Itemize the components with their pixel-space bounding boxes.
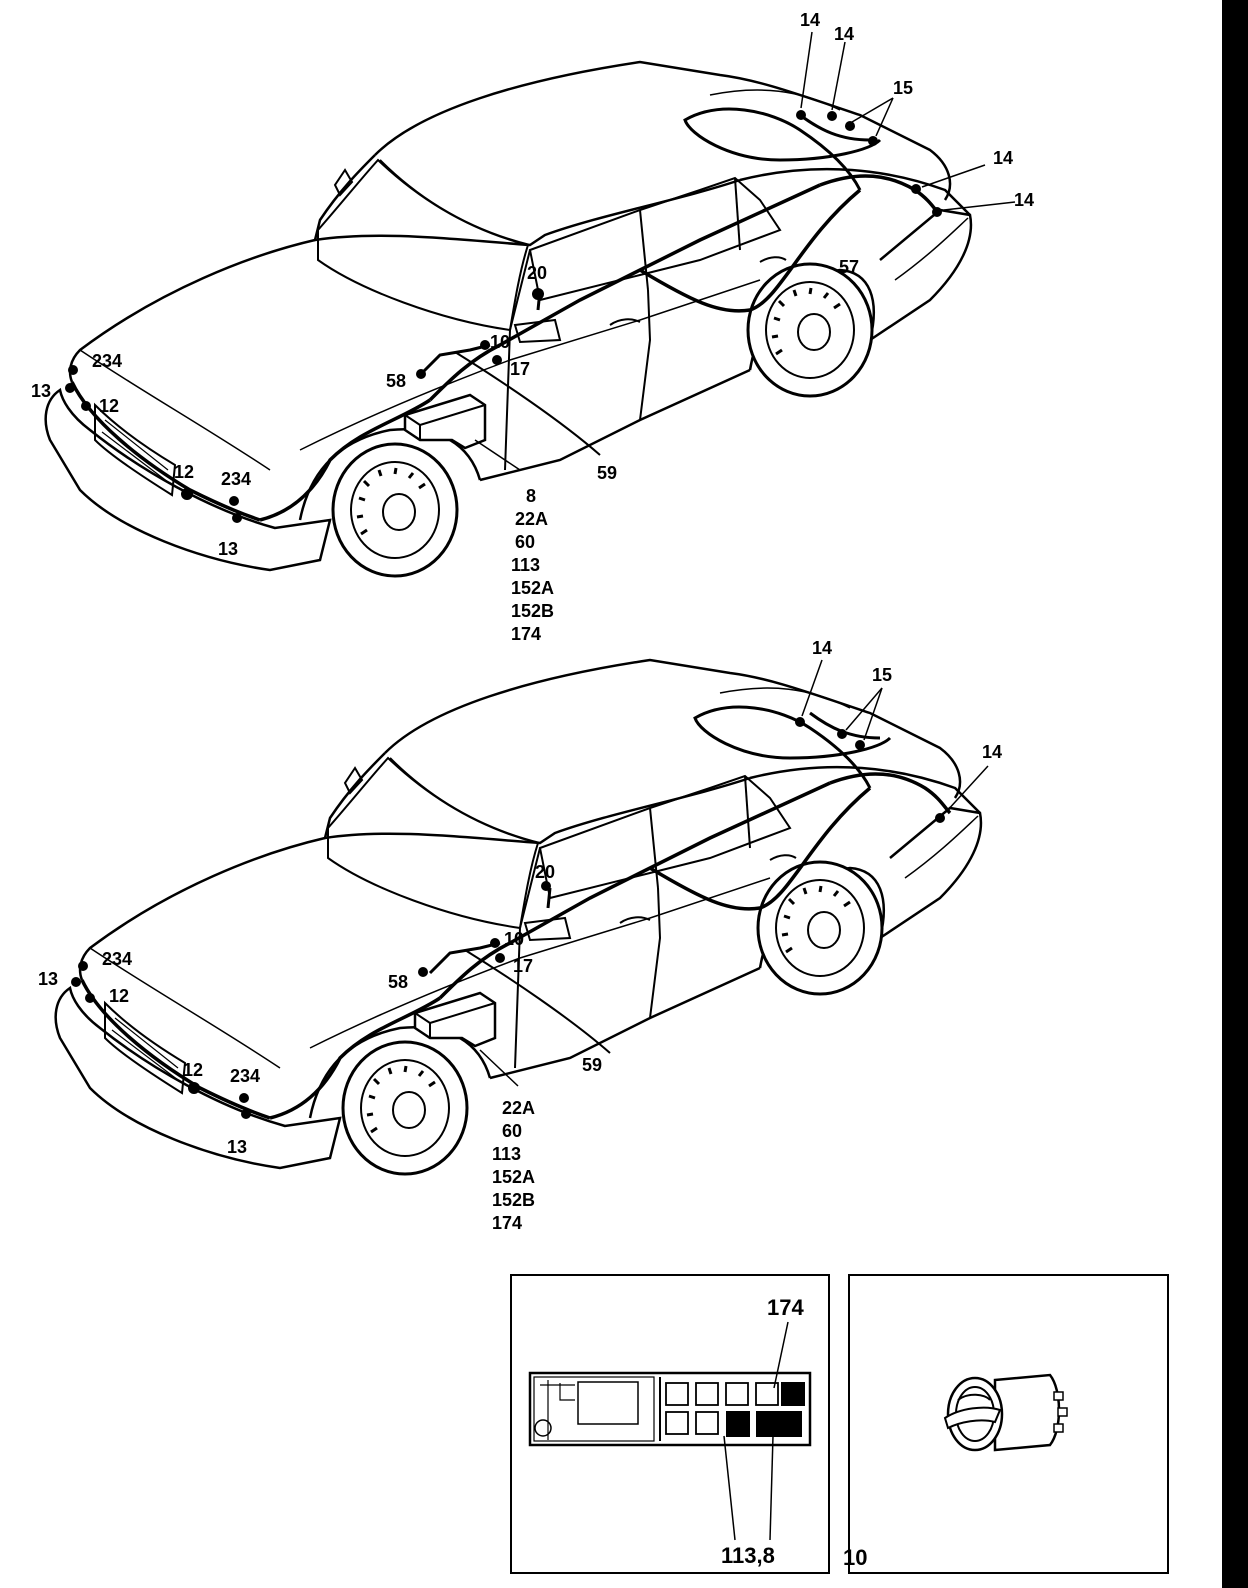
callout-20: 20 (527, 263, 548, 283)
part-number: 60 (515, 532, 536, 552)
connector-label-10: 10 (843, 1545, 868, 1570)
part-number: 152B (511, 601, 555, 621)
callout-14: 14 (993, 148, 1014, 168)
callout-14: 14 (800, 10, 821, 30)
callout-20: 20 (535, 862, 556, 882)
page-edge-bar (1222, 0, 1248, 1588)
callout-234: 234 (92, 351, 123, 371)
fusebox-label-113-8: 113,8 (721, 1543, 775, 1568)
callout-15: 15 (893, 78, 914, 98)
fuse-panel (528, 1371, 812, 1447)
callout-59: 59 (582, 1055, 603, 1075)
part-number: 22A (502, 1098, 536, 1118)
callout-13: 13 (38, 969, 59, 989)
callout-10: 10 (504, 929, 525, 949)
part-number: 174 (511, 624, 542, 644)
callout-58: 58 (388, 972, 409, 992)
car-top-illustration (46, 31, 1016, 576)
callout-58: 58 (386, 371, 407, 391)
callout-17: 17 (513, 956, 534, 976)
callout-234: 234 (221, 469, 252, 489)
part-number: 152A (492, 1167, 536, 1187)
part-number: 113 (492, 1144, 522, 1164)
part-number: 22A (515, 509, 549, 529)
callout-57: 57 (839, 257, 860, 277)
callout-12: 12 (183, 1060, 204, 1080)
callout-14: 14 (812, 638, 833, 658)
callout-14: 14 (1014, 190, 1035, 210)
part-number: 152A (511, 578, 555, 598)
callout-14: 14 (834, 24, 855, 44)
fusebox-inset (510, 1274, 830, 1574)
callout-59: 59 (597, 463, 618, 483)
callout-234: 234 (102, 949, 133, 969)
callout-13: 13 (218, 539, 239, 559)
fusebox-label-174: 174 (767, 1295, 804, 1320)
callout-10: 10 (490, 332, 511, 352)
part-number-list-bottom: 22A 60 113 152A 152B 174 (492, 1097, 535, 1235)
connector-inset (848, 1274, 1169, 1574)
part-number: 152B (492, 1190, 536, 1210)
part-number: 174 (492, 1213, 523, 1233)
callout-14: 14 (982, 742, 1003, 762)
car-bottom-illustration (56, 660, 989, 1174)
callout-15: 15 (872, 665, 893, 685)
callout-12: 12 (99, 396, 120, 416)
callout-234: 234 (230, 1066, 261, 1086)
part-number: 8 (526, 486, 537, 506)
connector-plug-icon (943, 1373, 1068, 1452)
callout-13: 13 (31, 381, 52, 401)
callout-17: 17 (510, 359, 531, 379)
part-number: 60 (502, 1121, 523, 1141)
callout-13: 13 (227, 1137, 248, 1157)
callout-12: 12 (109, 986, 130, 1006)
callout-12: 12 (174, 462, 195, 482)
part-number: 113 (511, 555, 541, 575)
part-number-list-top: 8 22A 60 113 152A 152B 174 (511, 485, 554, 646)
